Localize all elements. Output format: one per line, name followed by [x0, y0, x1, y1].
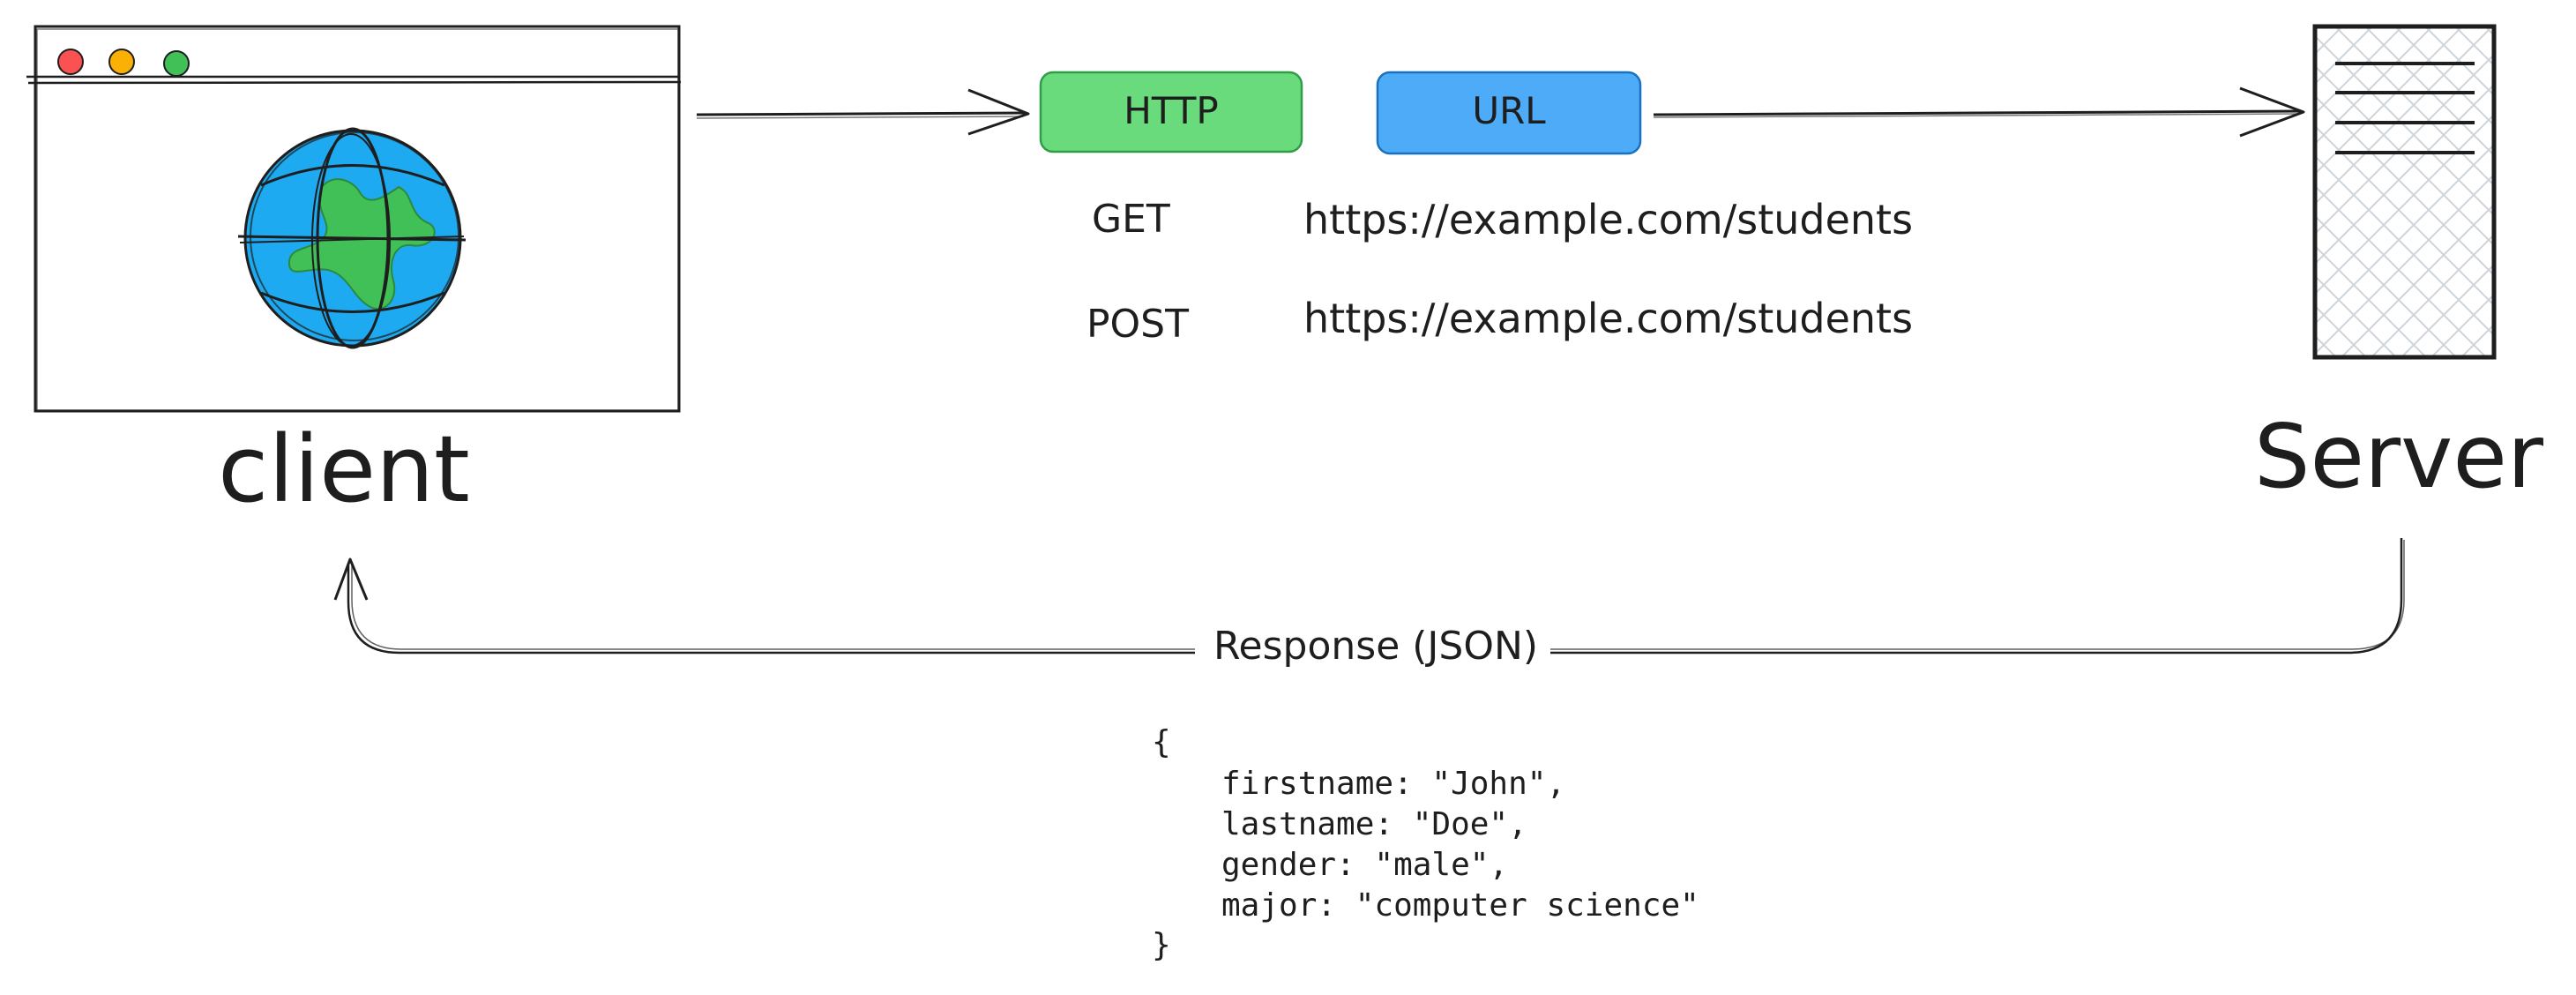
globe-icon: [237, 127, 467, 349]
http-box: HTTP: [1039, 71, 1303, 153]
request-arrow-to-http: [696, 88, 1030, 136]
http-label: HTTP: [1124, 89, 1218, 132]
request-arrow-to-server: [1653, 86, 2305, 138]
get-method-label: GET: [1092, 197, 1170, 242]
window-close-dot: [57, 49, 84, 75]
json-response-body: { firstname: "John", lastname: "Doe", ge…: [1152, 724, 1699, 963]
client-browser-window: [26, 25, 682, 413]
window-maximize-dot: [163, 50, 190, 77]
json-line-major: major: "computer science": [1221, 887, 1699, 924]
json-line-firstname: firstname: "John",: [1221, 766, 1565, 802]
post-method-label: POST: [1086, 302, 1189, 347]
response-arrow: [333, 538, 2405, 655]
json-line-gender: gender: "male",: [1221, 847, 1508, 883]
response-label: Response (JSON): [1213, 624, 1538, 669]
window-minimize-dot: [108, 49, 135, 75]
server-icon: [2312, 24, 2497, 360]
get-url-text: https://example.com/students: [1303, 196, 1913, 243]
url-box: URL: [1376, 71, 1642, 155]
json-line-lastname: lastname: "Doe",: [1221, 806, 1527, 842]
post-url-text: https://example.com/students: [1303, 295, 1913, 342]
client-label: client: [218, 415, 470, 523]
json-open-brace: {: [1152, 724, 1171, 760]
json-close-brace: }: [1152, 927, 1171, 963]
url-label: URL: [1472, 89, 1546, 132]
server-label: Server: [2254, 405, 2544, 508]
request-example-post: POST https://example.com/students: [1086, 295, 1913, 347]
request-example-get: GET https://example.com/students: [1092, 196, 1913, 243]
